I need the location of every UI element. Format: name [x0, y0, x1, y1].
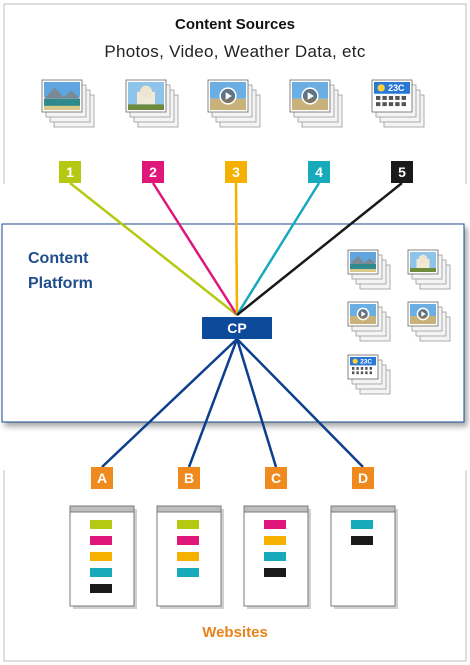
source-badge-1: 1 — [59, 161, 81, 183]
website-page-d — [330, 505, 398, 609]
website-page-a — [69, 505, 137, 609]
source-line-5 — [236, 182, 403, 316]
content-block — [351, 536, 373, 545]
svg-text:23C: 23C — [388, 83, 405, 93]
source-icons: 23C — [41, 79, 425, 128]
content-block — [351, 520, 373, 529]
website-badge-b: B — [178, 467, 200, 489]
content-block — [177, 536, 199, 545]
source-line-3 — [234, 182, 239, 316]
website-line-d — [236, 338, 364, 468]
content-block — [177, 520, 199, 529]
content-block — [90, 520, 112, 529]
websites-title: Websites — [202, 624, 268, 641]
thumb-video-play-icon — [407, 301, 451, 342]
video-play-icon — [289, 79, 343, 128]
content-block — [264, 520, 286, 529]
source-line-2 — [151, 182, 239, 316]
thumb-building-photo-icon — [407, 249, 451, 290]
video-play-icon — [207, 79, 261, 128]
connection-lines — [69, 182, 403, 468]
cp-hub: CP — [202, 317, 272, 339]
source-line-4 — [235, 182, 321, 316]
thumb-landscape-photo-icon — [347, 249, 391, 290]
content-block — [177, 568, 199, 577]
content-block — [90, 568, 112, 577]
platform-label-line2: Platform — [28, 275, 93, 292]
website-line-c — [235, 338, 278, 468]
content-block — [90, 584, 112, 593]
website-line-b — [187, 338, 239, 468]
website-badge-a: A — [91, 467, 113, 489]
website-badge-c: C — [265, 467, 287, 489]
sources-frame — [3, 3, 467, 184]
landscape-photo-icon — [41, 79, 95, 128]
source-badge-4: 4 — [308, 161, 330, 183]
content-block — [90, 536, 112, 545]
source-line-1 — [69, 182, 238, 316]
website-page-b — [156, 505, 224, 609]
building-photo-icon — [125, 79, 179, 128]
sources-title: Content Sources — [174, 16, 295, 33]
content-block — [264, 536, 286, 545]
svg-text:23C: 23C — [360, 359, 372, 366]
weather-icon: 23C — [371, 79, 425, 128]
website-badge-d: D — [352, 467, 374, 489]
platform-thumbnails: 23C — [347, 249, 451, 395]
thumb-weather-icon: 23C — [347, 354, 391, 395]
sources-subtitle: Photos, Video, Weather Data, etc — [104, 42, 366, 61]
content-block — [264, 568, 286, 577]
website-pages — [69, 505, 398, 609]
source-badge-5: 5 — [391, 161, 413, 183]
website-page-c — [243, 505, 311, 609]
source-badge-3: 3 — [225, 161, 247, 183]
thumb-video-play-icon — [347, 301, 391, 342]
source-badge-2: 2 — [142, 161, 164, 183]
platform-label: Content Platform — [28, 246, 93, 296]
content-block — [264, 552, 286, 561]
content-block — [90, 552, 112, 561]
content-block — [177, 552, 199, 561]
website-line-a — [101, 338, 238, 468]
websites-frame — [3, 470, 467, 662]
platform-label-line1: Content — [28, 250, 89, 267]
